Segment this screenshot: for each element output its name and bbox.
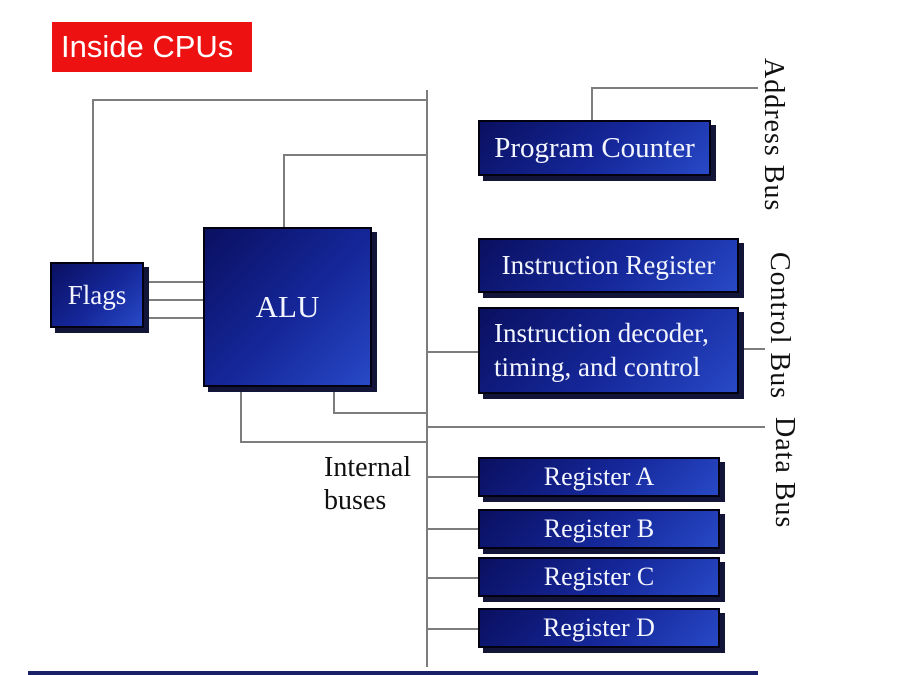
connector-bus-to-register-a [427, 476, 478, 478]
connector-flags-alu-1 [144, 281, 204, 283]
connector-alu-bottom-right-vertical [333, 387, 335, 414]
register-a-box: Register A [478, 457, 720, 497]
flags-box: Flags [50, 262, 144, 328]
flags-label: Flags [67, 279, 127, 310]
connector-alu-bottom-left-horizontal [240, 441, 428, 443]
connector-pc-to-address-bus [591, 87, 758, 89]
alu-label: ALU [255, 289, 320, 324]
connector-alu-bottom-right-horizontal [333, 412, 428, 414]
register-a-label: Register A [543, 462, 655, 491]
instruction-register-box: Instruction Register [478, 238, 739, 293]
register-c-box: Register C [478, 557, 720, 597]
connector-flags-top-to-bus [92, 99, 428, 101]
connector-decoder-to-control-bus [738, 348, 765, 350]
connector-flags-top-vertical [92, 99, 94, 263]
connector-bus-to-register-d [427, 628, 478, 630]
control-bus-label: Control Bus [764, 252, 795, 400]
internal-buses-label-line2: buses [324, 485, 387, 516]
register-d-box: Register D [478, 608, 720, 648]
bottom-edge-strip [28, 671, 758, 675]
internal-buses-label-line1: Internal [324, 452, 412, 483]
register-b-box: Register B [478, 509, 720, 549]
register-b-label: Register B [543, 514, 655, 543]
slide-title: Inside CPUs [61, 29, 234, 64]
alu-box: ALU [203, 227, 372, 387]
program-counter-label: Program Counter [494, 131, 695, 164]
connector-pc-vertical [591, 87, 593, 121]
instruction-decoder-box: Instruction decoder, timing, and control [478, 307, 739, 394]
instruction-decoder-label-line1: Instruction decoder, [494, 317, 709, 348]
connector-bus-to-register-b [427, 528, 478, 530]
register-c-label: Register C [543, 562, 655, 591]
connector-flags-alu-3 [144, 317, 204, 319]
program-counter-box: Program Counter [478, 120, 711, 176]
connector-data-bus [427, 426, 765, 428]
instruction-register-label: Instruction Register [501, 250, 716, 280]
connector-bus-to-register-c [427, 577, 478, 579]
data-bus-label: Data Bus [769, 417, 800, 529]
slide-title-banner: Inside CPUs [52, 22, 252, 72]
internal-buses-label: Internal buses [324, 451, 411, 517]
internal-bus-line [426, 90, 428, 667]
connector-bus-to-decoder [427, 351, 478, 353]
address-bus-label: Address Bus [758, 58, 789, 212]
connector-alu-top-vertical [283, 154, 285, 228]
connector-alu-bottom-left-vertical [240, 387, 242, 443]
instruction-decoder-label-line2: timing, and control [494, 351, 701, 382]
connector-alu-top-to-bus [283, 154, 428, 156]
connector-flags-alu-2 [144, 299, 204, 301]
register-d-label: Register D [543, 613, 655, 642]
